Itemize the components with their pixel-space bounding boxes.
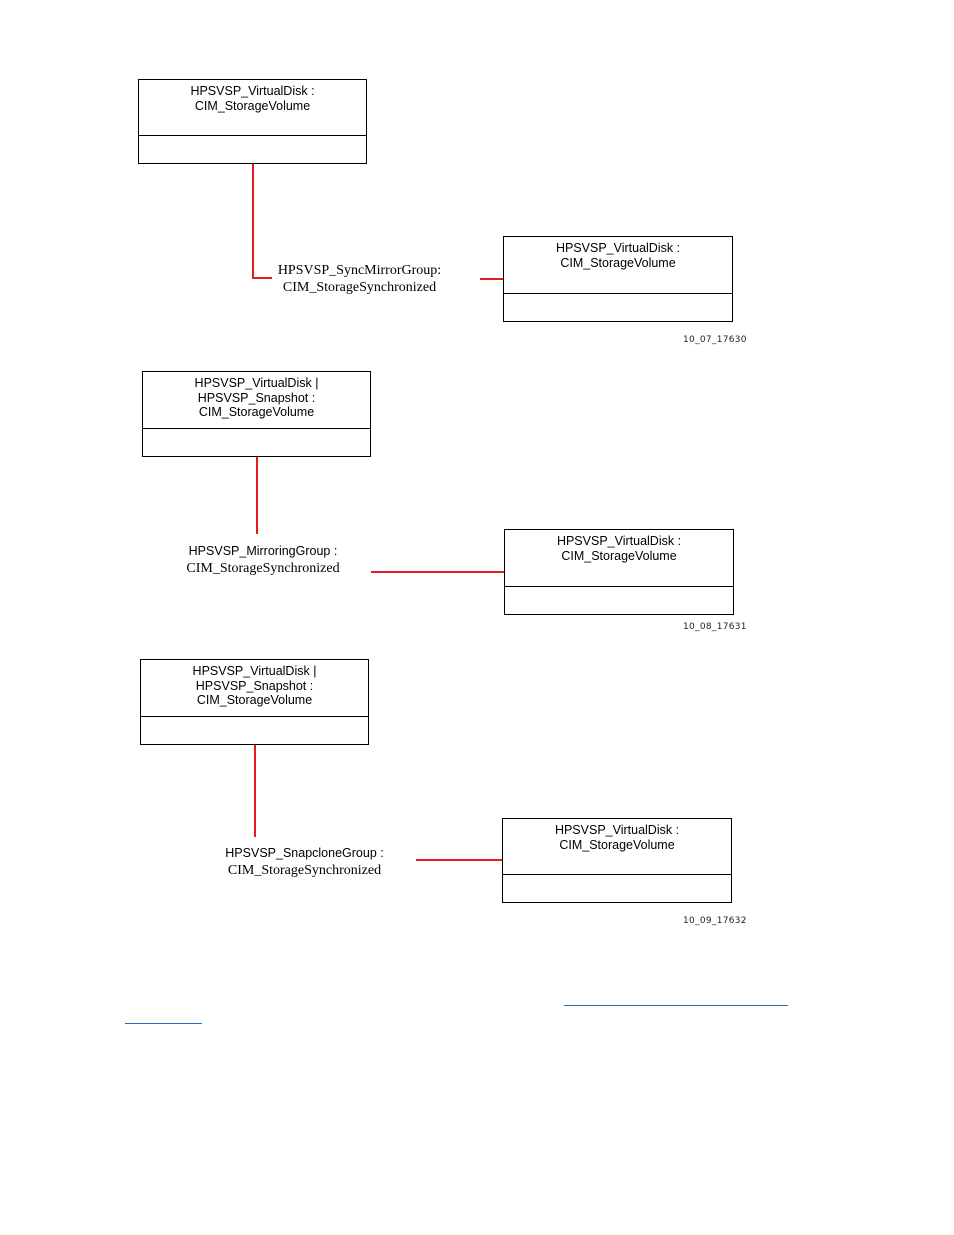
d3-figure-id: 10_09_17632 — [683, 916, 747, 926]
d3-target-class-box: HPSVSP_VirtualDisk : CIM_StorageVolume — [502, 818, 732, 903]
d2-association-type: CIM_StorageSynchronized — [186, 561, 340, 576]
d1-figure-id: 10_07_17630 — [683, 335, 747, 345]
d3-vertical-connector — [254, 745, 256, 837]
cross-reference-link-continued[interactable] — [125, 1023, 202, 1024]
d3-source-class-box: HPSVSP_VirtualDisk | HPSVSP_Snapshot : C… — [140, 659, 369, 745]
d2-target-divider — [505, 586, 733, 587]
d1-source-line-2: CIM_StorageVolume — [194, 98, 311, 113]
d2-figure-id: 10_08_17631 — [683, 622, 747, 632]
d1-target-line-1: HPSVSP_VirtualDisk : — [555, 241, 681, 255]
d2-source-line-3: CIM_StorageVolume — [198, 405, 315, 419]
d3-source-line-3: CIM_StorageVolume — [196, 693, 313, 707]
d2-source-class-box: HPSVSP_VirtualDisk | HPSVSP_Snapshot : C… — [142, 371, 371, 457]
d1-source-line-1: HPSVSP_VirtualDisk : — [190, 84, 315, 98]
d3-association-label: HPSVSP_SnapcloneGroup : CIM_StorageSynch… — [212, 845, 397, 879]
d1-horizontal-connector-left — [252, 277, 272, 279]
d2-horizontal-connector — [371, 571, 505, 573]
d1-vertical-connector — [252, 164, 254, 279]
cross-reference-link[interactable] — [564, 1005, 788, 1006]
d1-source-divider — [139, 135, 366, 136]
d1-target-class-box: HPSVSP_VirtualDisk : CIM_StorageVolume — [503, 236, 733, 322]
d2-vertical-connector — [256, 457, 258, 534]
d2-target-line-2: CIM_StorageVolume — [561, 548, 677, 563]
d1-association-name: HPSVSP_SyncMirrorGroup: — [277, 263, 442, 278]
d2-source-line-1: HPSVSP_VirtualDisk | — [194, 376, 319, 390]
d3-association-type: CIM_StorageSynchronized — [227, 863, 382, 878]
d2-association-label: HPSVSP_MirroringGroup : CIM_StorageSynch… — [168, 543, 358, 577]
d1-target-line-2: CIM_StorageVolume — [560, 255, 676, 270]
d3-source-line-1: HPSVSP_VirtualDisk | — [192, 664, 317, 678]
d1-horizontal-connector-right — [480, 278, 504, 280]
d1-source-class-box: HPSVSP_VirtualDisk : CIM_StorageVolume — [138, 79, 367, 164]
d2-association-name: HPSVSP_MirroringGroup : — [188, 544, 338, 558]
d3-association-name: HPSVSP_SnapcloneGroup : — [225, 846, 384, 860]
d2-target-line-1: HPSVSP_VirtualDisk : — [556, 534, 682, 548]
d3-horizontal-connector — [416, 859, 503, 861]
d1-target-class-name: HPSVSP_VirtualDisk : CIM_StorageVolume — [504, 237, 732, 270]
d3-target-class-name: HPSVSP_VirtualDisk : CIM_StorageVolume — [503, 819, 731, 852]
d3-source-divider — [141, 716, 368, 717]
d3-target-line-1: HPSVSP_VirtualDisk : — [554, 823, 680, 837]
d2-source-line-2: HPSVSP_Snapshot : — [197, 390, 316, 405]
d3-source-class-name: HPSVSP_VirtualDisk | HPSVSP_Snapshot : C… — [141, 660, 368, 708]
d3-target-divider — [503, 874, 731, 875]
d1-target-divider — [504, 293, 732, 294]
d1-source-class-name: HPSVSP_VirtualDisk : CIM_StorageVolume — [139, 80, 366, 113]
d1-association-type: CIM_StorageSynchronized — [282, 280, 437, 295]
d2-source-divider — [143, 428, 370, 429]
d2-target-class-name: HPSVSP_VirtualDisk : CIM_StorageVolume — [505, 530, 733, 563]
d2-target-class-box: HPSVSP_VirtualDisk : CIM_StorageVolume — [504, 529, 734, 615]
d3-source-line-2: HPSVSP_Snapshot : — [195, 678, 314, 693]
d1-association-label: HPSVSP_SyncMirrorGroup: CIM_StorageSynch… — [272, 262, 447, 296]
d2-source-class-name: HPSVSP_VirtualDisk | HPSVSP_Snapshot : C… — [143, 372, 370, 420]
d3-target-line-2: CIM_StorageVolume — [559, 837, 675, 852]
